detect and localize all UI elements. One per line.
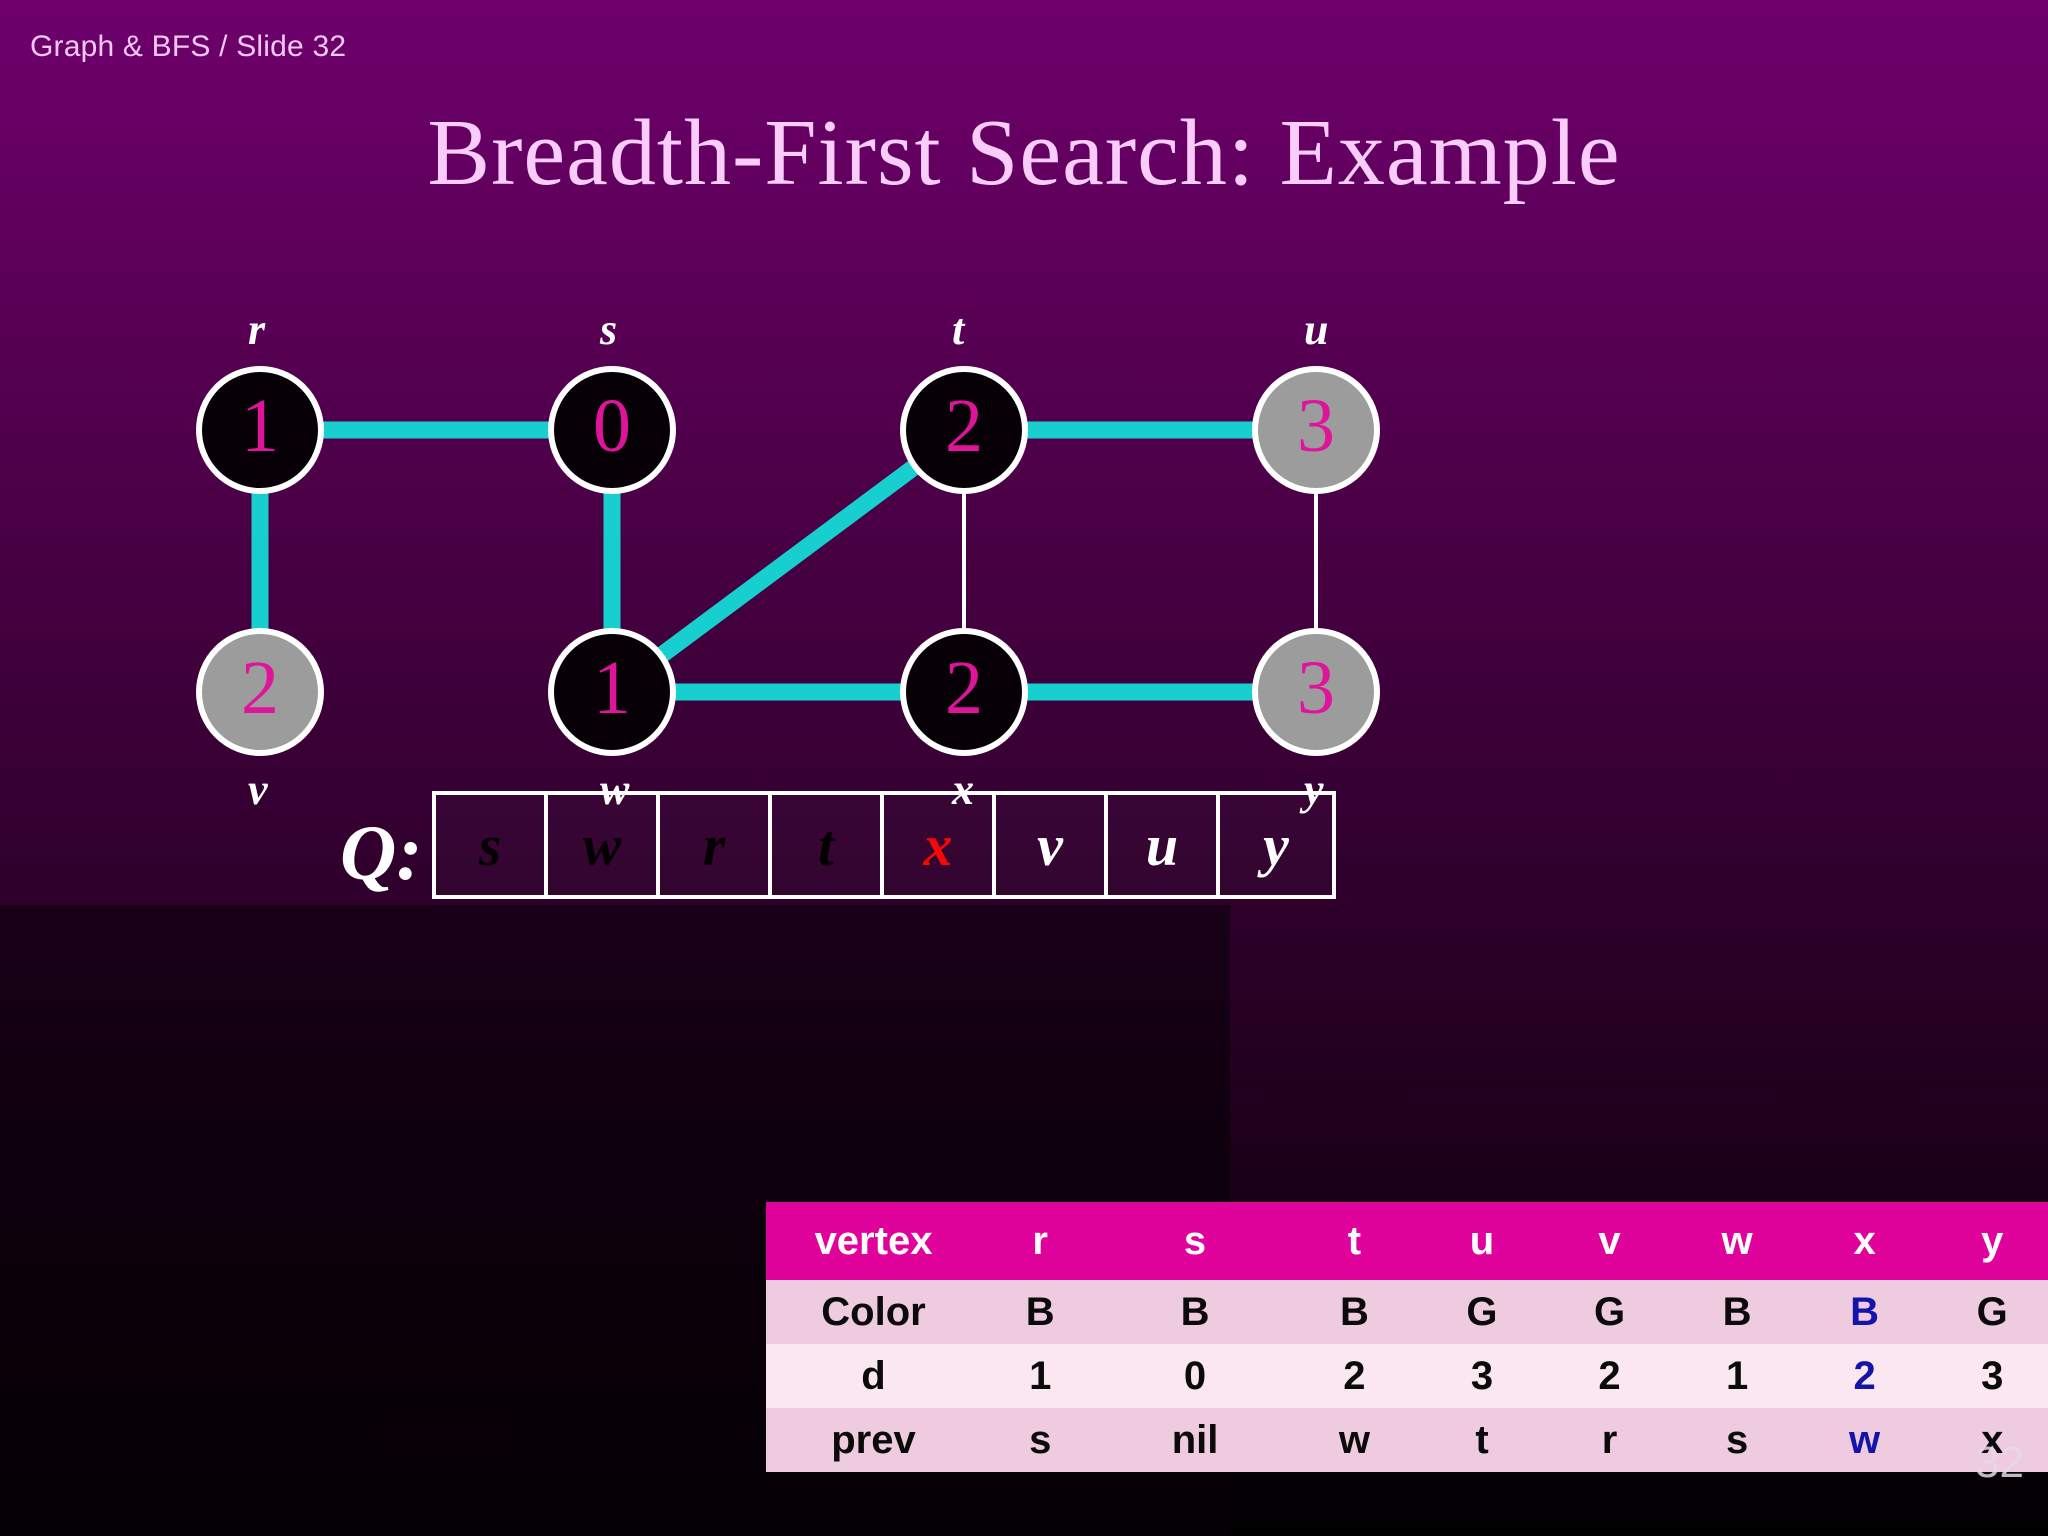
table-header-cell: u [1418, 1202, 1546, 1280]
graph-node-u[interactable]: 3 [1252, 366, 1380, 494]
graph-node-label-s: s [600, 305, 618, 354]
breadcrumb: Graph & BFS / Slide 32 [30, 30, 347, 63]
graph-edges [251, 421, 1318, 701]
graph-node-label-r: r [248, 305, 266, 354]
graph-node-y[interactable]: 3 [1252, 628, 1380, 756]
graph-node-distance: 2 [945, 646, 983, 730]
table-cell: 3 [1418, 1344, 1546, 1408]
graph-node-x[interactable]: 2 [900, 628, 1028, 756]
graph-node-label-x: x [952, 765, 974, 814]
table-cell: 2 [1545, 1344, 1674, 1408]
queue-cell[interactable]: x [884, 795, 996, 895]
queue-cell[interactable]: y [1263, 812, 1289, 878]
queue-cell[interactable]: s [436, 795, 548, 895]
graph-node-v[interactable]: 2 [196, 628, 324, 756]
queue-cell[interactable]: w [548, 795, 660, 895]
table-header-cell: r [981, 1202, 1100, 1280]
table-cell: B [1673, 1280, 1801, 1344]
queue-label: Q: [340, 809, 423, 896]
table-cell: 1 [1673, 1344, 1801, 1408]
table-cell: B [1290, 1280, 1419, 1344]
table-row-label: prev [766, 1408, 981, 1472]
table-header-cell: t [1290, 1202, 1419, 1280]
table-cell: w [1290, 1408, 1419, 1472]
table-cell: B [1099, 1280, 1291, 1344]
table-cell: G [1418, 1280, 1546, 1344]
table-cell: G [1545, 1280, 1674, 1344]
graph-node-w[interactable]: 1 [548, 628, 676, 756]
table-cell: t [1418, 1408, 1546, 1472]
table-header-cell: x [1800, 1202, 1929, 1280]
graph-node-distance: 0 [593, 384, 631, 468]
graph-node-distance: 2 [945, 384, 983, 468]
table-cell: B [981, 1280, 1100, 1344]
table-cell: s [981, 1408, 1100, 1472]
table-header-cell: y [1928, 1202, 2048, 1280]
table-cell: x [1928, 1408, 2048, 1472]
queue-cell[interactable]: u [1108, 795, 1220, 895]
table-cell: 2 [1800, 1344, 1929, 1408]
table-cell: G [1928, 1280, 2048, 1344]
graph-edge-t-w [655, 459, 921, 663]
page-title: Breadth-First Search: Example [427, 101, 1621, 205]
table-cell: s [1673, 1408, 1801, 1472]
table-cell: 2 [1290, 1344, 1419, 1408]
table-header-cell: w [1673, 1202, 1801, 1280]
table-header-cell: s [1099, 1202, 1291, 1280]
queue-cell[interactable]: t [772, 795, 884, 895]
page-number: 32 [1975, 1438, 2024, 1487]
table-cell: w [1800, 1408, 1929, 1472]
table-row-label: Color [766, 1280, 981, 1344]
graph-node-label-u: u [1304, 305, 1329, 354]
table-cell: nil [1099, 1408, 1291, 1472]
graph-node-distance: 3 [1297, 384, 1335, 468]
graph-node-distance: 2 [241, 646, 279, 730]
graph-node-distance: 3 [1297, 646, 1335, 730]
graph-node-label-t: t [952, 305, 965, 354]
table-header-cell: v [1545, 1202, 1674, 1280]
table-corner-label: vertex [766, 1202, 981, 1280]
graph-node-t[interactable]: 2 [900, 366, 1028, 494]
graph-node-s[interactable]: 0 [548, 366, 676, 494]
queue-cell[interactable]: r [660, 795, 772, 895]
graph-node-distance: 1 [241, 384, 279, 468]
table-cell: 3 [1928, 1344, 2048, 1408]
graph-node-r[interactable]: 1 [196, 366, 324, 494]
table-cell: B [1800, 1280, 1929, 1344]
table-cell: 1 [981, 1344, 1100, 1408]
graph-node-label-v: v [248, 765, 268, 814]
queue-cell[interactable]: v [996, 795, 1108, 895]
table-cell: r [1545, 1408, 1674, 1472]
graph-node-distance: 1 [593, 646, 631, 730]
table-cell: 0 [1099, 1344, 1291, 1408]
graph-node-label-y: y [1304, 765, 1324, 814]
table-row-label: d [766, 1344, 981, 1408]
graph-node-label-w: w [600, 765, 630, 814]
